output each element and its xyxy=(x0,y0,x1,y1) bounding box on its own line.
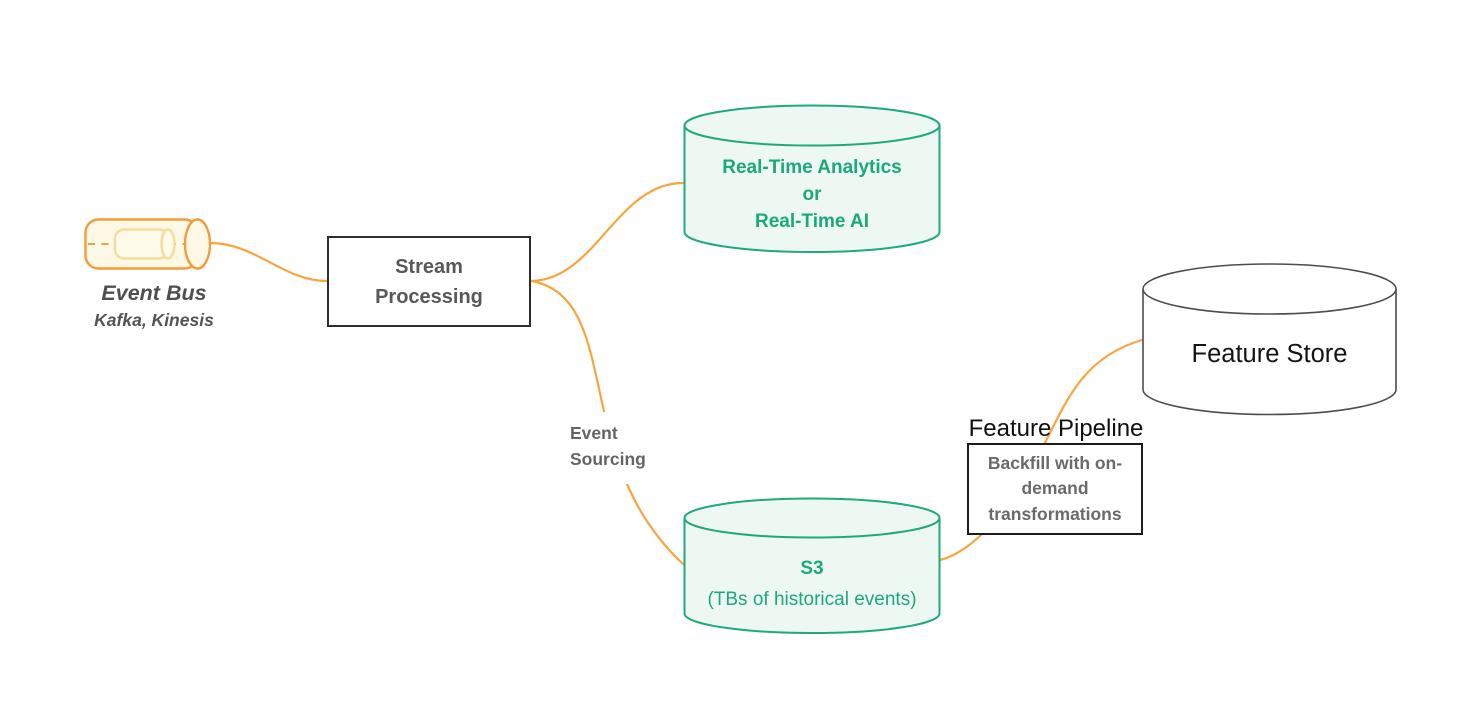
edge-stream-processing-to-s3 xyxy=(530,279,685,566)
realtime-line-1: Real-Time Analytics xyxy=(722,157,902,178)
feature-pipeline-title: Feature Pipeline xyxy=(968,415,1144,442)
realtime-analytics-label: Real-Time Analytics or Real-Time AI xyxy=(683,154,941,235)
realtime-analytics-node: Real-Time Analytics or Real-Time AI xyxy=(683,104,941,254)
edge-label-event-sourcing: Event Sourcing xyxy=(558,412,674,484)
realtime-line-2: or xyxy=(802,184,822,205)
database-cylinder-icon xyxy=(1142,263,1397,416)
event-bus-node xyxy=(84,217,214,271)
event-bus-pipe-icon xyxy=(84,218,212,270)
database-cylinder-icon xyxy=(683,497,941,634)
feature-pipeline-node: Backfill with on-demand transformations xyxy=(967,443,1143,535)
s3-title: S3 xyxy=(800,558,824,579)
feature-store-label: Feature Store xyxy=(1191,340,1348,368)
stream-processing-node: Stream Processing xyxy=(327,236,531,327)
feature-store-node: Feature Store xyxy=(1142,263,1397,417)
s3-label: S3 (TBs of historical events) xyxy=(683,553,941,615)
event-bus-label: Event Bus xyxy=(101,281,207,305)
feature-pipeline-box-label: Backfill with on-demand transformations xyxy=(987,452,1123,524)
database-cylinder-icon xyxy=(683,104,941,253)
stream-processing-label: Stream Processing xyxy=(375,255,483,308)
edge-s3-to-feature-store xyxy=(938,338,1144,562)
s3-node: S3 (TBs of historical events) xyxy=(683,497,941,635)
event-bus-sublabel: Kafka, Kinesis xyxy=(94,310,214,330)
realtime-line-3: Real-Time AI xyxy=(754,211,870,232)
s3-subtitle: (TBs of historical events) xyxy=(707,589,917,610)
edge-stream-processing-to-realtime xyxy=(530,181,685,283)
edge-event-bus-to-stream-processing xyxy=(208,241,329,283)
